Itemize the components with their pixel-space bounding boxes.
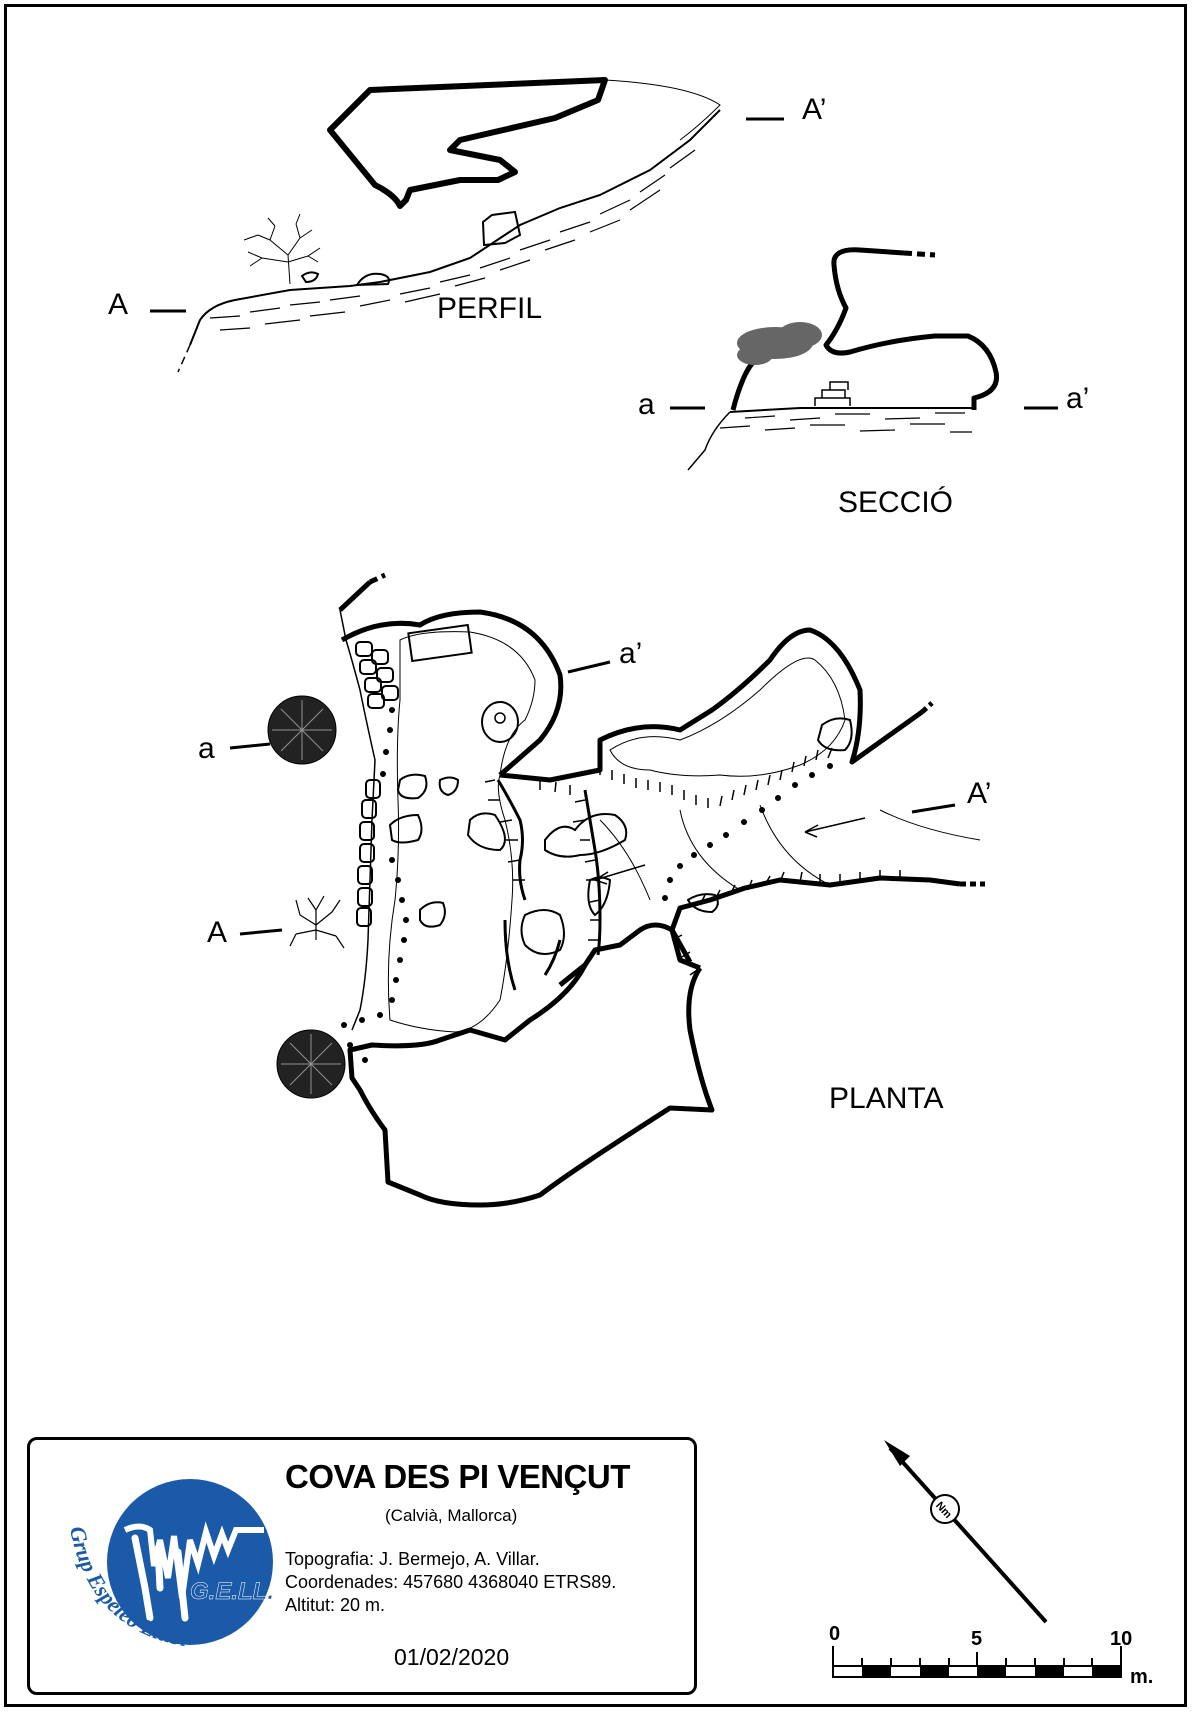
plan-label: PLANTA bbox=[829, 1082, 943, 1115]
altitude: Altitut: 20 m. bbox=[285, 1595, 386, 1615]
page-frame bbox=[4, 4, 1187, 1707]
title-block: G.E.LL. Grup Espeleo Llubí COVA DES PI V… bbox=[27, 1437, 697, 1695]
scale-unit: m. bbox=[1130, 1666, 1153, 1688]
marker-a-prime-plan: a’ bbox=[619, 637, 642, 670]
tree-icon bbox=[267, 695, 337, 765]
marker-A-profile: A bbox=[108, 288, 128, 321]
cross-section-view bbox=[670, 247, 1058, 471]
north-arrow bbox=[884, 1440, 1048, 1624]
bush-icon bbox=[289, 895, 345, 949]
tree-icon bbox=[276, 1029, 346, 1099]
scale-tick-0: 0 bbox=[829, 1623, 840, 1645]
cross-section-label: SECCIÓ bbox=[838, 486, 953, 519]
topography-credit: Topografia: J. Bermejo, A. Villar. bbox=[285, 1549, 540, 1569]
marker-a-prime-section: a’ bbox=[1066, 382, 1089, 415]
coordinates: Coordenades: 457680 4368040 ETRS89. bbox=[285, 1572, 617, 1592]
marker-A-plan: A bbox=[207, 916, 227, 949]
profile-label: PERFIL bbox=[437, 292, 542, 325]
survey-date: 01/02/2020 bbox=[394, 1644, 510, 1670]
profile-view bbox=[150, 77, 784, 373]
marker-A-prime-plan: A’ bbox=[967, 777, 991, 810]
scale-tick-10: 10 bbox=[1110, 1628, 1132, 1650]
gell-logo: G.E.LL. Grup Espeleo Llubí bbox=[50, 1468, 280, 1678]
cave-title: COVA DES PI VENÇUT bbox=[285, 1458, 630, 1495]
marker-a-plan: a bbox=[198, 732, 215, 765]
scale-tick-5: 5 bbox=[971, 1628, 982, 1650]
logo-acronym: G.E.LL. bbox=[190, 1578, 274, 1605]
plan-view bbox=[229, 572, 985, 1208]
cave-location: (Calvià, Mallorca) bbox=[385, 1506, 518, 1525]
marker-A-prime-profile: A’ bbox=[802, 93, 826, 126]
scale-bar bbox=[832, 1646, 1122, 1678]
marker-a-section: a bbox=[638, 388, 655, 421]
